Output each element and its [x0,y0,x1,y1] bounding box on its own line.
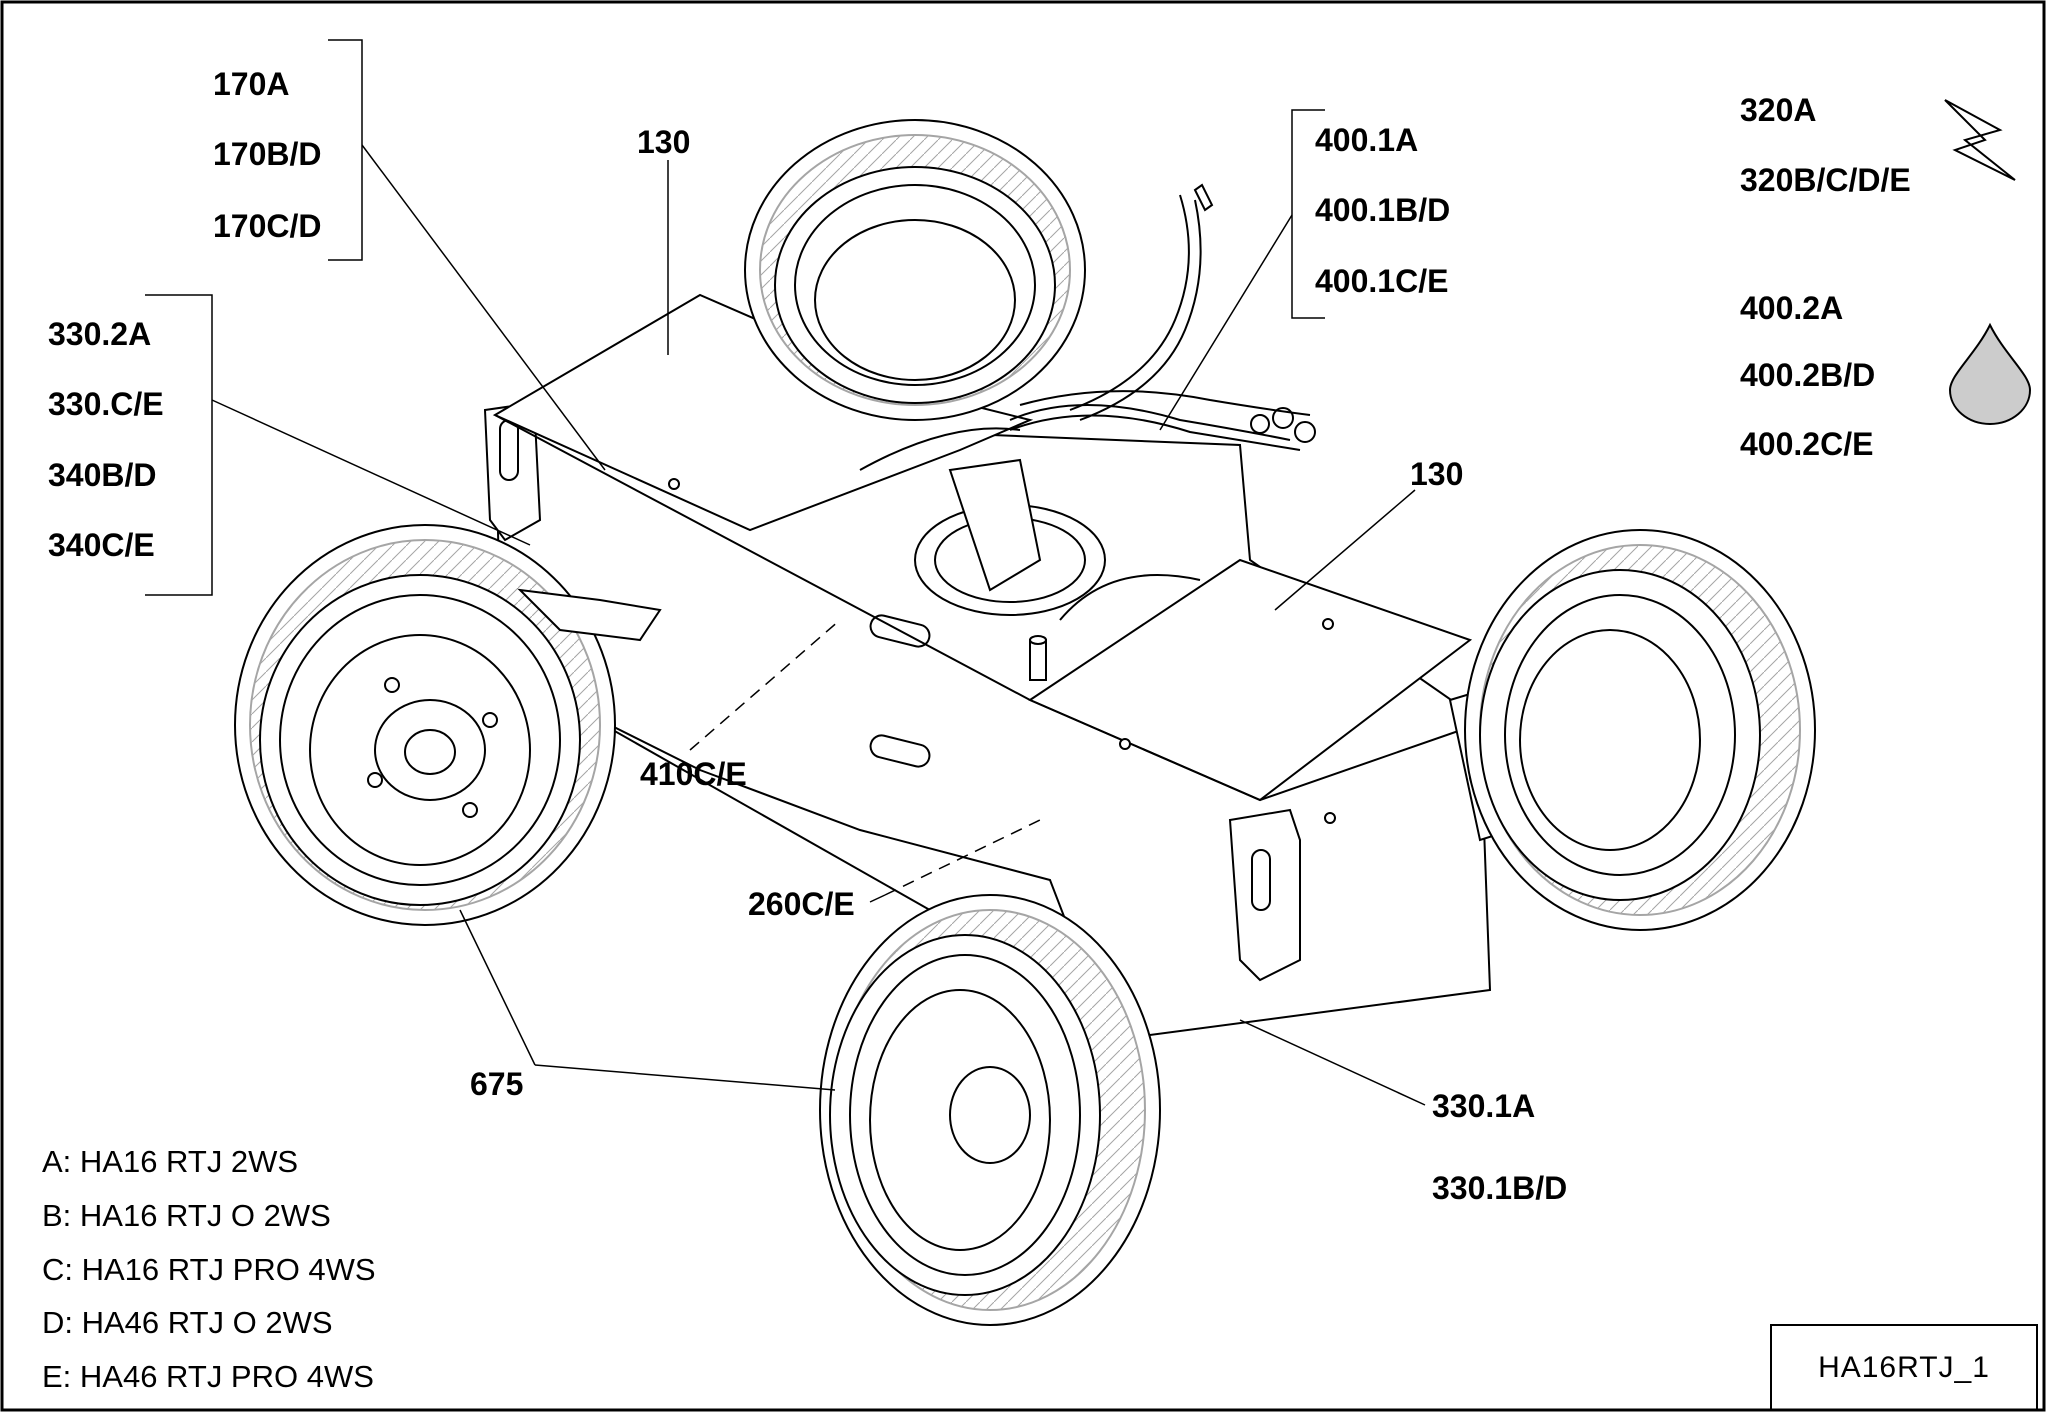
variant-d: D: HA46 RTJ O 2WS [42,1305,333,1340]
leader-lines [145,39,1426,1106]
drawing-id-box: HA16RTJ_1 [1770,1324,2038,1410]
callout-400-2c-e: 400.2C/E [1740,426,1874,462]
callout-330-1a: 330.1A [1432,1088,1536,1124]
callout-320a: 320A [1740,92,1817,128]
wheel-rear-left [744,119,1086,421]
callout-400-2a: 400.2A [1740,290,1844,326]
lightning-icon [1944,99,2016,181]
callout-170a: 170A [213,66,290,102]
callout-130-right: 130 [1410,456,1464,492]
callout-330-2a: 330.2A [48,316,152,352]
drawing-id: HA16RTJ_1 [1818,1351,1990,1384]
callout-400-2b-d: 400.2B/D [1740,357,1876,393]
callout-170b-d: 170B/D [213,136,322,172]
callout-320b-c-d-e: 320B/C/D/E [1740,162,1911,198]
callout-330-c-e: 330.C/E [48,386,164,422]
variant-b: B: HA16 RTJ O 2WS [42,1198,331,1233]
wheel-front-left [819,894,1161,1326]
wheel-front-right [1464,529,1816,931]
callout-675: 675 [470,1066,524,1102]
callout-340b-d: 340B/D [48,457,157,493]
callout-130-top: 130 [637,124,691,160]
callout-340c-e: 340C/E [48,527,155,563]
callout-170c-d: 170C/D [213,208,322,244]
variant-e: E: HA46 RTJ PRO 4WS [42,1359,374,1394]
callout-330-1b-d: 330.1B/D [1432,1170,1568,1206]
oil-drop-icon [1948,322,2032,425]
hydraulic-hoses [1009,183,1316,451]
variant-c: C: HA16 RTJ PRO 4WS [42,1252,376,1287]
variant-a: A: HA16 RTJ 2WS [42,1144,299,1179]
callout-400-1a: 400.1A [1315,122,1419,158]
callout-410c-e: 410C/E [640,756,747,792]
callout-260c-e: 260C/E [748,886,855,922]
callout-400-1b-d: 400.1B/D [1315,192,1451,228]
callout-400-1c-e: 400.1C/E [1315,263,1449,299]
wheel-rear-right [234,524,662,926]
